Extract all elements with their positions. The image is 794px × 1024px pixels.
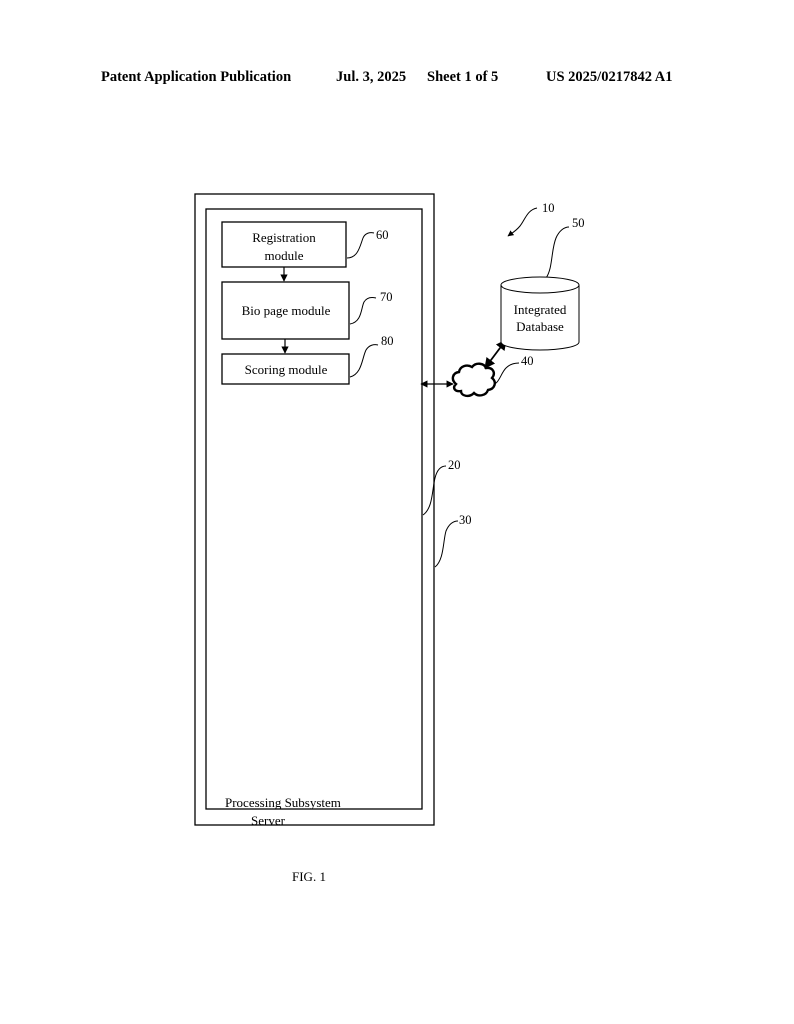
sheet-number: Sheet 1 of 5 bbox=[427, 69, 499, 85]
server-box bbox=[194, 193, 435, 826]
ref-20-label: 20 bbox=[448, 458, 461, 472]
ref-80-label: 80 bbox=[381, 334, 394, 348]
publication-number: US 2025/0217842 A1 bbox=[546, 69, 673, 85]
ref-70: 70 bbox=[349, 290, 393, 325]
processing-subsystem-label: Processing Subsystem bbox=[225, 795, 341, 810]
registration-module-label-line1: Registration bbox=[252, 230, 316, 245]
ref-60-label: 60 bbox=[376, 228, 389, 242]
bio-page-module: Bio page module bbox=[221, 281, 350, 340]
bio-page-module-label: Bio page module bbox=[242, 303, 331, 318]
ref-30: 30 bbox=[434, 513, 472, 568]
cloud-icon bbox=[451, 362, 496, 398]
registration-module: Registration module bbox=[221, 221, 347, 268]
ref-10-label: 10 bbox=[542, 201, 555, 215]
processing-subsystem-box bbox=[205, 208, 423, 810]
scoring-module-label: Scoring module bbox=[245, 362, 328, 377]
ref-40: 40 bbox=[489, 354, 534, 387]
ref-50-label: 50 bbox=[572, 216, 585, 230]
publication-type: Patent Application Publication bbox=[101, 69, 292, 85]
page-header: Patent Application Publication Jul. 3, 2… bbox=[0, 69, 794, 89]
ref-70-label: 70 bbox=[380, 290, 393, 304]
ref-80: 80 bbox=[349, 334, 394, 378]
scoring-module: Scoring module bbox=[221, 353, 350, 385]
ref-40-label: 40 bbox=[521, 354, 534, 368]
ref-20: 20 bbox=[422, 458, 461, 516]
database-label-line1: Integrated bbox=[514, 302, 567, 317]
ref-60: 60 bbox=[346, 228, 389, 259]
database-label-line2: Database bbox=[516, 319, 564, 334]
ref-30-label: 30 bbox=[459, 513, 472, 527]
server-label: Server bbox=[251, 813, 286, 828]
figure-label: FIG. 1 bbox=[292, 869, 326, 884]
publication-date: Jul. 3, 2025 bbox=[336, 69, 407, 85]
ref-50: 50 bbox=[545, 216, 585, 279]
ref-10: 10 bbox=[507, 201, 555, 237]
cylinder-icon: Integrated Database bbox=[500, 276, 580, 351]
registration-module-label-line2: module bbox=[265, 248, 304, 263]
